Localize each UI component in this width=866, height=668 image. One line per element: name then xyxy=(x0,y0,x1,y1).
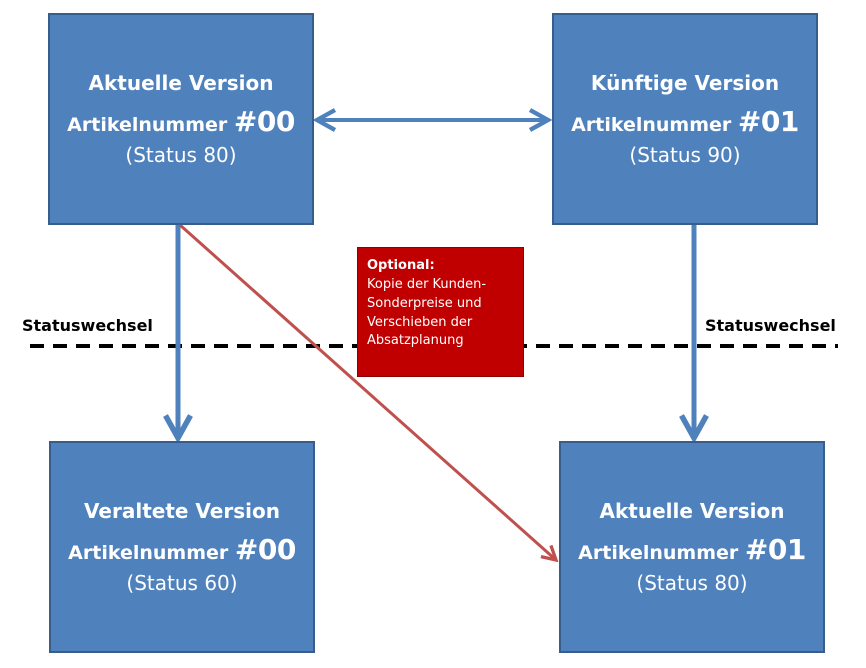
box-current-version-01: Aktuelle Version Artikelnummer #01 (Stat… xyxy=(559,441,825,653)
diagonal-red-arrow xyxy=(179,223,556,560)
box-title: Aktuelle Version xyxy=(88,70,274,95)
box-title: Aktuelle Version xyxy=(599,498,785,523)
optional-note-line: Sonderpreise und xyxy=(367,295,482,311)
status-change-label-right: Statuswechsel xyxy=(705,316,836,335)
box-obsolete-version-00: Veraltete Version Artikelnummer #00 (Sta… xyxy=(49,441,315,653)
article-number: #01 xyxy=(737,104,799,138)
status-text: (Status 60) xyxy=(126,571,238,596)
article-number-line: Artikelnummer #01 xyxy=(571,104,799,140)
article-number: #00 xyxy=(233,104,295,138)
box-title: Veraltete Version xyxy=(84,498,280,523)
article-number-label: Artikelnummer xyxy=(571,113,732,136)
box-future-version-01: Künftige Version Artikelnummer #01 (Stat… xyxy=(552,13,818,225)
article-number: #00 xyxy=(234,532,296,566)
optional-note-line: Absatzplanung xyxy=(367,333,464,349)
box-current-version-00: Aktuelle Version Artikelnummer #00 (Stat… xyxy=(48,13,314,225)
article-number-label: Artikelnummer xyxy=(578,541,739,564)
box-title: Künftige Version xyxy=(590,70,780,95)
article-number-label: Artikelnummer xyxy=(68,541,229,564)
optional-note: Optional: Kopie der Kunden- Sonderpreise… xyxy=(357,247,524,377)
article-number-label: Artikelnummer xyxy=(67,113,228,136)
status-text: (Status 80) xyxy=(125,143,237,168)
article-number: #01 xyxy=(744,532,806,566)
optional-note-line: Kopie der Kunden- xyxy=(367,276,487,292)
optional-note-line: Verschieben der xyxy=(367,314,473,330)
article-number-line: Artikelnummer #00 xyxy=(68,532,296,568)
status-change-label-left: Statuswechsel xyxy=(22,316,153,335)
status-text: (Status 90) xyxy=(629,143,741,168)
status-text: (Status 80) xyxy=(636,571,748,596)
article-number-line: Artikelnummer #00 xyxy=(67,104,295,140)
article-number-line: Artikelnummer #01 xyxy=(578,532,806,568)
optional-note-heading: Optional: xyxy=(367,258,435,273)
